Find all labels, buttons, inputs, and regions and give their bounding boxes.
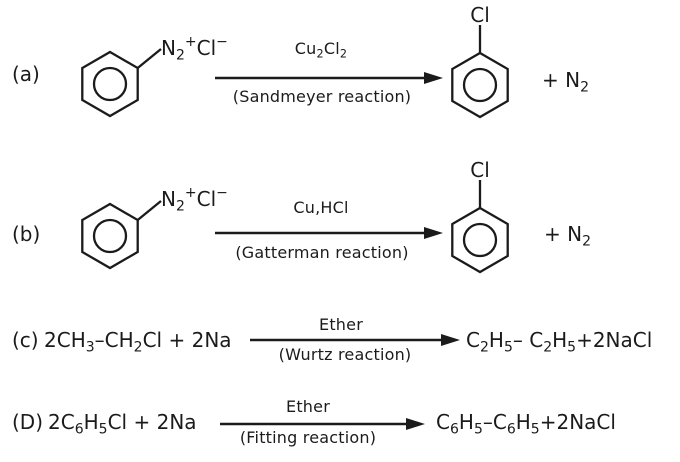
products-c: C2H5– C2H5+2NaCl (466, 328, 653, 356)
benzene-ring-reactant-a-icon (81, 48, 162, 118)
reaction-arrow-d (220, 418, 425, 430)
reagent-a: Cu2Cl2 (294, 39, 348, 61)
reactants-c: 2CH3–CH2Cl + 2Na (44, 328, 232, 356)
product-substituent-a: Cl (470, 3, 490, 27)
chlorobenzene-ring-b-icon (451, 180, 509, 274)
arrowhead (441, 334, 460, 346)
byproduct-b: + N2 (544, 222, 591, 250)
reagent-b: Cu,HCl (293, 198, 349, 217)
reaction-d-label: (D) (12, 410, 44, 434)
arrowhead (406, 418, 425, 430)
reaction-c-label: (c) (12, 328, 39, 352)
reaction-arrow-c (250, 334, 460, 346)
arrowhead (424, 227, 443, 239)
reaction-name-b: (Gatterman reaction) (235, 243, 409, 262)
benzene-ring-reactant-b-icon (81, 200, 162, 270)
reaction-b-label: (b) (12, 222, 41, 246)
reaction-arrow-b (215, 227, 443, 239)
diazonium-group-b: N2+Cl− (161, 185, 228, 215)
reagent-d: Ether (286, 397, 330, 416)
reaction-name-d: (Fitting reaction) (239, 428, 377, 447)
chlorobenzene-ring-a-icon (451, 25, 509, 119)
substituent-bond (136, 200, 162, 221)
reagent-c: Ether (319, 315, 363, 334)
aromatic-circle (92, 66, 128, 102)
hexagon (81, 202, 139, 270)
arrowhead (424, 72, 443, 84)
reaction-a-label: (a) (12, 62, 40, 86)
substituent-bond (136, 48, 162, 69)
reaction-arrow-a (215, 72, 443, 84)
hexagon (81, 50, 139, 118)
diazonium-group-a: N2+Cl− (161, 34, 228, 64)
product-substituent-b: Cl (470, 158, 490, 182)
reaction-name-a: (Sandmeyer reaction) (232, 87, 412, 106)
hexagon (451, 51, 509, 119)
reactants-d: 2C6H5Cl + 2Na (48, 410, 197, 438)
products-d: C6H5–C6H5+2NaCl (436, 410, 616, 438)
aromatic-circle (462, 67, 498, 103)
reaction-name-c: (Wurtz reaction) (278, 345, 412, 364)
byproduct-a: + N2 (542, 68, 589, 96)
aromatic-circle (462, 222, 498, 258)
aromatic-circle (92, 218, 128, 254)
hexagon (451, 206, 509, 274)
